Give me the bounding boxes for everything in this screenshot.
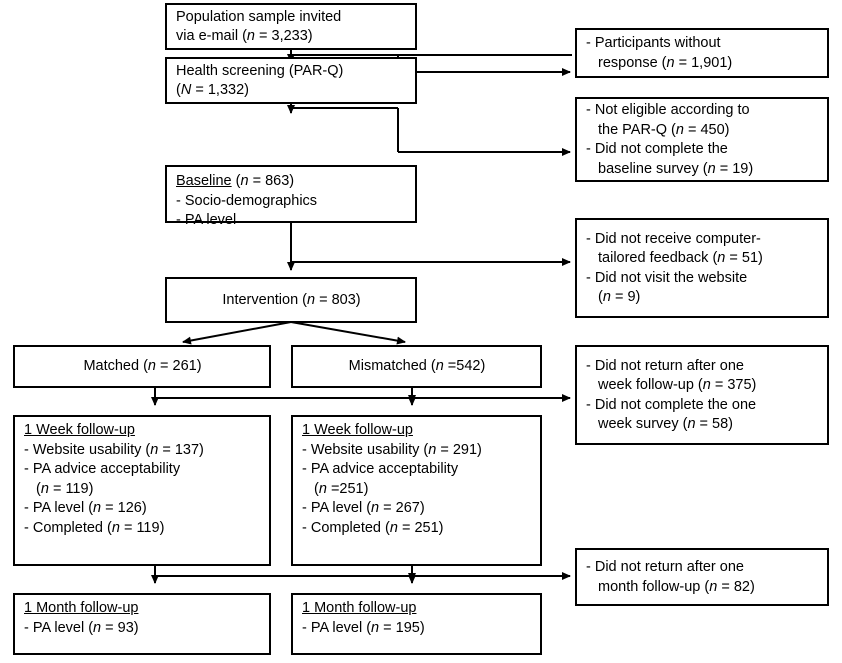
connector-intervention-to-mismatched: [290, 321, 406, 345]
population-line-1: Population sample invited: [176, 8, 342, 25]
node-week-followup-matched[interactable]: 1 Week follow-up - Website usability (n …: [13, 415, 271, 566]
baseline-heading: Baseline (n = 863): [176, 173, 295, 189]
month-mismatched-pa-level: - PA level (n = 195): [302, 619, 425, 636]
no-feedback-line-2: tailored feedback (n = 51): [598, 250, 763, 266]
screening-line-2: (N = 1,332): [176, 82, 249, 98]
node-matched[interactable]: Matched (n = 261): [13, 345, 271, 388]
not-eligible-line-4: baseline survey (n = 19): [598, 160, 754, 177]
node-health-screening[interactable]: Health screening (PAR-Q) (N = 1,332): [165, 57, 417, 104]
screening-line-1: Health screening (PAR-Q): [176, 62, 344, 79]
baseline-item-pa-level: - PA level: [176, 212, 237, 228]
no-return-week-line-2: week follow-up (n = 375): [598, 377, 757, 393]
week-matched-pa-advice-value: (n = 119): [36, 480, 94, 497]
mismatched-label: Mismatched (n =542): [348, 358, 486, 375]
not-eligible-line-3: - Did not complete the: [586, 141, 728, 157]
node-baseline[interactable]: Baseline (n = 863) - Socio-demographics …: [165, 165, 417, 228]
connector-screening-to-not-eligible: [291, 107, 571, 156]
no-return-month-line-1: - Did not return after one: [586, 559, 744, 575]
week-mismatched-pa-level: - PA level (n = 267): [302, 500, 425, 516]
month-matched-heading: 1 Month follow-up: [24, 600, 139, 616]
no-response-line-1: - Participants without: [586, 35, 721, 51]
week-matched-pa-level: - PA level (n = 126): [24, 500, 147, 516]
node-intervention[interactable]: Intervention (n = 803): [165, 277, 417, 323]
no-feedback-line-1: - Did not receive computer-: [586, 230, 761, 247]
node-mismatched[interactable]: Mismatched (n =542): [291, 345, 542, 388]
week-matched-completed: - Completed (n = 119): [24, 519, 165, 536]
no-feedback-line-4: (n = 9): [598, 289, 641, 305]
month-matched-pa-level: - PA level (n = 93): [24, 619, 139, 636]
node-month-followup-matched[interactable]: 1 Month follow-up - PA level (n = 93): [13, 593, 271, 655]
not-eligible-line-1: - Not eligible according to: [586, 102, 750, 118]
no-return-week-line-4: week survey (n = 58): [598, 416, 734, 432]
node-month-followup-mismatched[interactable]: 1 Month follow-up - PA level (n = 195): [291, 593, 542, 655]
week-matched-heading: 1 Week follow-up: [24, 422, 135, 438]
node-population-sample[interactable]: Population sample invited via e-mail (n …: [165, 3, 417, 50]
month-mismatched-heading: 1 Month follow-up: [302, 600, 417, 616]
no-return-week-line-3: - Did not complete the one: [586, 396, 757, 413]
connector-month-to-no-return: [155, 569, 571, 582]
node-exclusion-no-response[interactable]: - Participants without response (n = 1,9…: [575, 28, 829, 78]
not-eligible-line-2: the PAR-Q (n = 450): [598, 121, 730, 138]
matched-label: Matched (n = 261): [83, 358, 202, 375]
week-mismatched-pa-advice-value: (n =251): [314, 480, 369, 497]
week-mismatched-pa-advice-acceptability: - PA advice acceptability: [302, 461, 459, 477]
node-exclusion-no-return-month[interactable]: - Did not return after one month follow-…: [575, 548, 829, 606]
no-response-line-2: response (n = 1,901): [598, 54, 733, 71]
week-matched-pa-advice-acceptability: - PA advice acceptability: [24, 461, 181, 477]
week-mismatched-website-usability: - Website usability (n = 291): [302, 441, 482, 458]
week-mismatched-heading: 1 Week follow-up: [302, 422, 413, 438]
connector-week-to-no-return: [155, 391, 571, 404]
intervention-label: Intervention (n = 803): [222, 291, 361, 308]
node-week-followup-mismatched[interactable]: 1 Week follow-up - Website usability (n …: [291, 415, 542, 566]
week-matched-website-usability: - Website usability (n = 137): [24, 441, 204, 458]
no-return-week-line-1: - Did not return after one: [586, 357, 744, 374]
connector-intervention-to-matched: [182, 321, 292, 345]
population-line-2: via e-mail (n = 3,233): [176, 28, 313, 44]
node-exclusion-not-eligible[interactable]: - Not eligible according to the PAR-Q (n…: [575, 97, 829, 182]
node-exclusion-no-return-week[interactable]: - Did not return after one week follow-u…: [575, 345, 829, 445]
node-exclusion-no-feedback[interactable]: - Did not receive computer- tailored fee…: [575, 218, 829, 318]
no-return-month-line-2: month follow-up (n = 82): [598, 578, 755, 595]
week-mismatched-completed: - Completed (n = 251): [302, 519, 444, 536]
no-feedback-line-3: - Did not visit the website: [586, 269, 748, 286]
baseline-item-socio-demographics: - Socio-demographics: [176, 192, 318, 209]
